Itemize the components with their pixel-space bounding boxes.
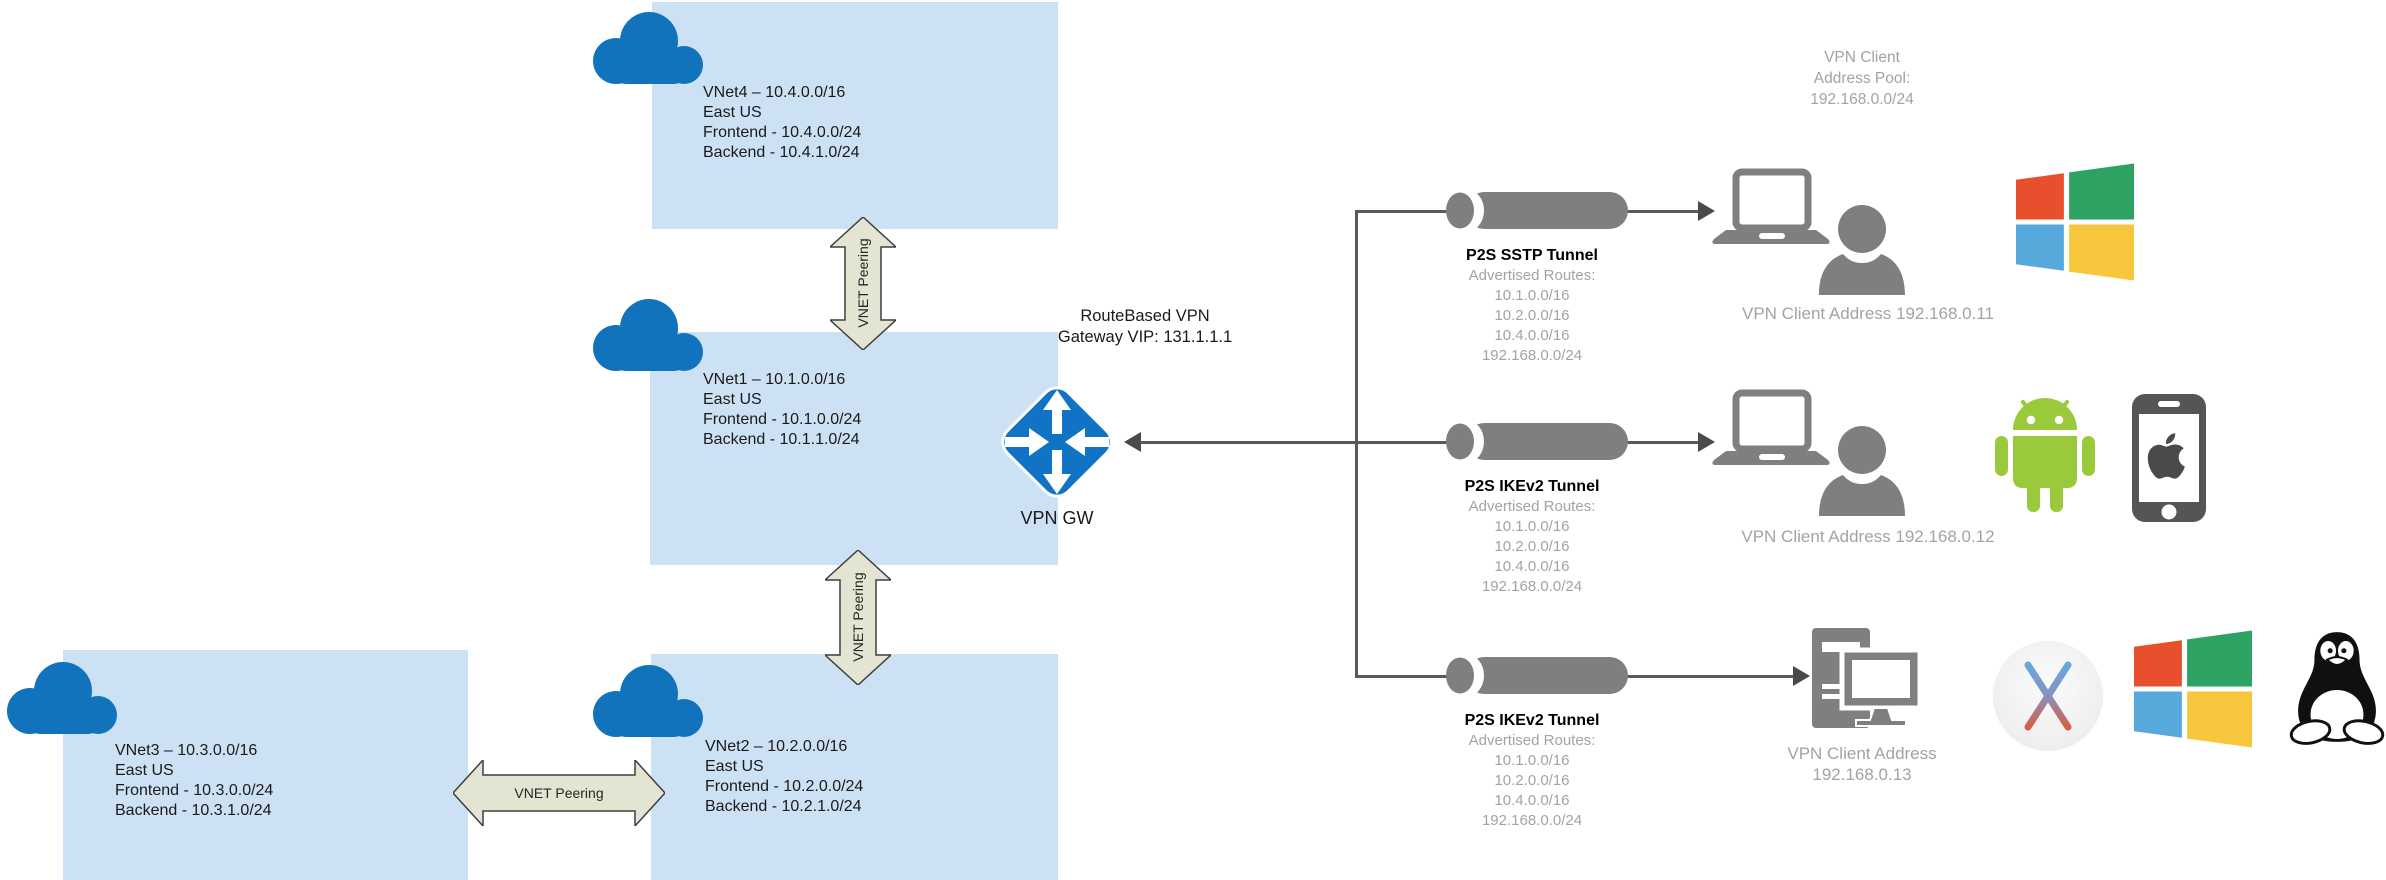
vnet3-box <box>63 650 468 880</box>
tunnel3-info: P2S IKEv2 Tunnel Advertised Routes: 10.1… <box>1412 711 1652 831</box>
client3-address: VPN Client Address 192.168.0.13 <box>1787 743 1936 785</box>
arrowhead-to-client-icon <box>1698 432 1715 452</box>
laptop-icon <box>1712 389 1830 465</box>
vnet-peering-arrow <box>825 550 891 685</box>
tunnel-icon <box>1446 420 1628 463</box>
apple-logo-icon <box>2147 433 2185 479</box>
vnet3-frontend: Frontend - 10.3.0.0/24 <box>115 782 274 799</box>
tunnel2-route: 10.4.0.0/16 <box>1494 558 1570 575</box>
tunnel1-route: 192.168.0.0/24 <box>1481 347 1583 364</box>
arrowhead-to-client-icon <box>1698 201 1715 221</box>
vnet-peering-arrow <box>830 217 896 350</box>
user-icon <box>1819 205 1905 295</box>
cloud-icon <box>593 665 703 737</box>
connector-line <box>1622 210 1702 213</box>
tunnel2-routes-label: Advertised Routes: <box>1468 498 1596 515</box>
tunnel1-title: P2S SSTP Tunnel <box>1466 247 1598 264</box>
vnet3-region: East US <box>115 762 174 779</box>
gateway-info: RouteBased VPN Gateway VIP: 131.1.1.1 <box>1015 306 1275 348</box>
tunnel2-route: 10.1.0.0/16 <box>1494 518 1570 535</box>
gateway-info-line1: RouteBased VPN <box>1080 307 1210 325</box>
vnet2-frontend: Frontend - 10.2.0.0/24 <box>705 778 864 795</box>
vnet4-frontend: Frontend - 10.4.0.0/24 <box>703 124 862 141</box>
tunnel2-route: 192.168.0.0/24 <box>1481 578 1583 595</box>
vnet2-title: VNet2 – 10.2.0.0/16 <box>705 738 848 755</box>
vnet4-backend: Backend - 10.4.1.0/24 <box>703 144 860 161</box>
tunnel1-route: 10.1.0.0/16 <box>1494 287 1570 304</box>
tunnel-icon <box>1446 654 1628 697</box>
macos-icon <box>1993 641 2103 751</box>
vnet2-box <box>651 654 1058 880</box>
tunnel3-route: 10.4.0.0/16 <box>1494 792 1570 809</box>
arrowhead-to-client-icon <box>1793 666 1810 686</box>
vpn-client-address-pool: VPN Client Address Pool: 192.168.0.0/24 <box>1732 47 1992 110</box>
tunnel2-info: P2S IKEv2 Tunnel Advertised Routes: 10.1… <box>1412 477 1652 597</box>
vnet4-title: VNet4 – 10.4.0.0/16 <box>703 84 846 101</box>
desktop-pc-icon <box>1812 628 1922 728</box>
vnet1-info: VNet1 – 10.1.0.0/16 East US Frontend - 1… <box>703 370 861 450</box>
client2-address: VPN Client Address 192.168.0.12 <box>1741 527 1995 546</box>
tunnel3-route: 10.1.0.0/16 <box>1494 752 1570 769</box>
vnet3-info: VNet3 – 10.3.0.0/16 East US Frontend - 1… <box>115 741 273 821</box>
tunnel1-route: 10.2.0.0/16 <box>1494 307 1570 324</box>
vnet4-box <box>652 2 1058 229</box>
connector-line <box>1140 441 1455 444</box>
gateway-info-line2: Gateway VIP: 131.1.1.1 <box>1057 328 1233 346</box>
tunnel3-title: P2S IKEv2 Tunnel <box>1464 712 1600 729</box>
gateway-label: VPN GW <box>1020 508 1094 528</box>
vnet3-backend: Backend - 10.3.1.0/24 <box>115 802 272 819</box>
windows-logo-icon <box>2016 163 2134 281</box>
tunnel1-route: 10.4.0.0/16 <box>1494 327 1570 344</box>
user-icon <box>1819 426 1905 516</box>
vnet-peering-label: VNET Peering <box>855 238 871 328</box>
tunnel2-route: 10.2.0.0/16 <box>1494 538 1570 555</box>
iphone-icon <box>2132 394 2206 522</box>
connector-line <box>1622 675 1797 678</box>
tunnel1-info: P2S SSTP Tunnel Advertised Routes: 10.1.… <box>1412 246 1652 366</box>
client1-address: VPN Client Address 192.168.0.11 <box>1741 304 1995 323</box>
tunnel3-route: 10.2.0.0/16 <box>1494 772 1570 789</box>
cloud-icon <box>7 662 117 734</box>
vnet1-frontend: Frontend - 10.1.0.0/24 <box>703 411 862 428</box>
vnet2-region: East US <box>705 758 764 775</box>
tunnel3-routes-label: Advertised Routes: <box>1468 732 1596 749</box>
vnet2-info: VNet2 – 10.2.0.0/16 East US Frontend - 1… <box>705 737 863 817</box>
vpn-gateway-icon <box>1001 386 1113 498</box>
client3-address-line1: VPN Client Address <box>1787 744 1937 763</box>
vnet-peering-label: VNET Peering <box>850 572 866 662</box>
client3-address-line2: 192.168.0.13 <box>1812 765 1912 784</box>
tunnel2-title: P2S IKEv2 Tunnel <box>1464 478 1600 495</box>
windows-logo-icon <box>2134 630 2252 748</box>
cloud-icon <box>593 12 703 84</box>
android-icon <box>1995 398 2095 512</box>
tunnel1-routes-label: Advertised Routes: <box>1468 267 1596 284</box>
pool-line2: Address Pool: <box>1813 70 1911 87</box>
vnet4-region: East US <box>703 104 762 121</box>
tunnel-icon <box>1446 189 1628 232</box>
laptop-icon <box>1712 168 1830 244</box>
arrowhead-to-gateway-icon <box>1124 432 1141 452</box>
pool-line3: 192.168.0.0/24 <box>1810 91 1914 108</box>
cloud-icon <box>593 299 703 371</box>
vnet1-backend: Backend - 10.1.1.0/24 <box>703 431 860 448</box>
vnet4-info: VNet4 – 10.4.0.0/16 East US Frontend - 1… <box>703 83 861 163</box>
vnet1-title: VNet1 – 10.1.0.0/16 <box>703 371 846 388</box>
connector-line <box>1622 441 1702 444</box>
vnet2-backend: Backend - 10.2.1.0/24 <box>705 798 862 815</box>
vnet-peering-label: VNET Peering <box>514 785 604 801</box>
vnet1-box <box>650 332 1058 565</box>
vnet1-region: East US <box>703 391 762 408</box>
connector-line <box>1356 210 1456 213</box>
tunnel3-route: 192.168.0.0/24 <box>1481 812 1583 829</box>
linux-tux-icon <box>2289 632 2385 745</box>
pool-line1: VPN Client <box>1824 49 1900 66</box>
vnet-peering-arrow <box>453 760 665 826</box>
connector-line <box>1355 210 1358 678</box>
vnet3-title: VNet3 – 10.3.0.0/16 <box>115 742 258 759</box>
connector-line <box>1356 675 1456 678</box>
